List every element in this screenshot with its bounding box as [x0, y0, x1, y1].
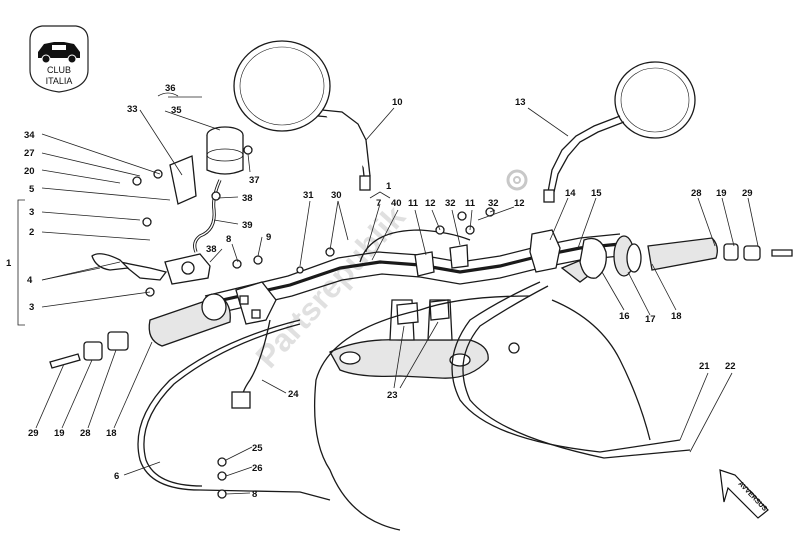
- callout-21: 21: [699, 361, 710, 372]
- callout-13: 13: [515, 97, 526, 108]
- callout-19: 19: [716, 188, 727, 199]
- callout-6: 6: [114, 471, 119, 482]
- left-switch-assembly: [235, 281, 277, 325]
- reservoir: [206, 126, 244, 175]
- callout-11: 11: [465, 198, 476, 209]
- callout-18: 18: [106, 428, 117, 439]
- callout-8: 8: [226, 234, 231, 245]
- callout-39: 39: [242, 220, 253, 231]
- callout-5: 5: [29, 184, 35, 195]
- clutch-cable: [137, 319, 331, 501]
- reservoir-bracket: [169, 155, 197, 205]
- callout-27: 27: [24, 148, 35, 159]
- callout-2: 2: [29, 227, 34, 238]
- callout-14: 14: [565, 188, 576, 199]
- callout-38: 38: [206, 244, 217, 255]
- callout-24: 24: [288, 389, 299, 400]
- handlebar: [199, 233, 621, 317]
- car-icon: [38, 42, 80, 64]
- callout-12: 12: [514, 198, 525, 209]
- callout-1: 1: [386, 181, 392, 192]
- bar-end-right: [723, 243, 793, 261]
- reservoir-hose: [193, 179, 222, 253]
- callout-11: 11: [408, 198, 419, 209]
- right-switch-assembly: [529, 229, 642, 283]
- callout-12: 12: [425, 198, 436, 209]
- callout-28: 28: [80, 428, 91, 439]
- callout-7: 7: [376, 198, 381, 209]
- left-grip: [148, 293, 231, 347]
- callout-32: 32: [445, 198, 456, 209]
- callout-3: 3: [29, 207, 34, 218]
- callout-1: 1: [6, 258, 12, 269]
- callout-23: 23: [387, 390, 398, 401]
- throttle-cables: [313, 281, 691, 531]
- callout-38: 38: [242, 193, 253, 204]
- callout-37: 37: [249, 175, 260, 186]
- bar-end-left: [49, 331, 129, 369]
- callout-15: 15: [591, 188, 602, 199]
- callout-29: 29: [742, 188, 753, 199]
- callout-25: 25: [252, 443, 263, 454]
- callout-9: 9: [266, 232, 271, 243]
- callout-28: 28: [691, 188, 702, 199]
- riser-clamps: [396, 244, 469, 325]
- callout-34: 34: [24, 130, 35, 141]
- leader-lines: [17, 92, 759, 495]
- clutch-master-cylinder: [91, 253, 211, 285]
- callout-31: 31: [303, 190, 314, 201]
- logo-text-italia: ITALIA: [46, 76, 73, 86]
- callout-26: 26: [252, 463, 263, 474]
- callout-18: 18: [671, 311, 682, 322]
- right-mirror: [543, 61, 696, 203]
- callout-40: 40: [391, 198, 402, 209]
- callout-36: 36: [165, 83, 176, 94]
- right-grip: [647, 237, 718, 271]
- callout-22: 22: [725, 361, 736, 372]
- callout-10: 10: [392, 97, 403, 108]
- gear-icon: [506, 169, 528, 191]
- callout-29: 29: [28, 428, 39, 439]
- callout-35: 35: [171, 105, 182, 116]
- callout-labels: 36 35 33 34 27 20 5 37 38 39 3 2 1 4 3 3…: [6, 83, 753, 500]
- wiring-harness: [231, 319, 271, 409]
- callout-32: 32: [488, 198, 499, 209]
- direction-arrow: AVVERSUS: [719, 469, 769, 519]
- callout-19: 19: [54, 428, 65, 439]
- callout-30: 30: [331, 190, 342, 201]
- club-italia-logo: CLUB ITALIA: [29, 25, 89, 93]
- left-mirror: [233, 40, 371, 191]
- callout-20: 20: [24, 166, 35, 177]
- logo-text-club: CLUB: [47, 65, 71, 75]
- callout-4: 4: [27, 275, 33, 286]
- callout-33: 33: [127, 104, 138, 115]
- callout-3: 3: [29, 302, 34, 313]
- callout-16: 16: [619, 311, 630, 322]
- callout-17: 17: [645, 314, 656, 325]
- callout-8: 8: [252, 489, 257, 500]
